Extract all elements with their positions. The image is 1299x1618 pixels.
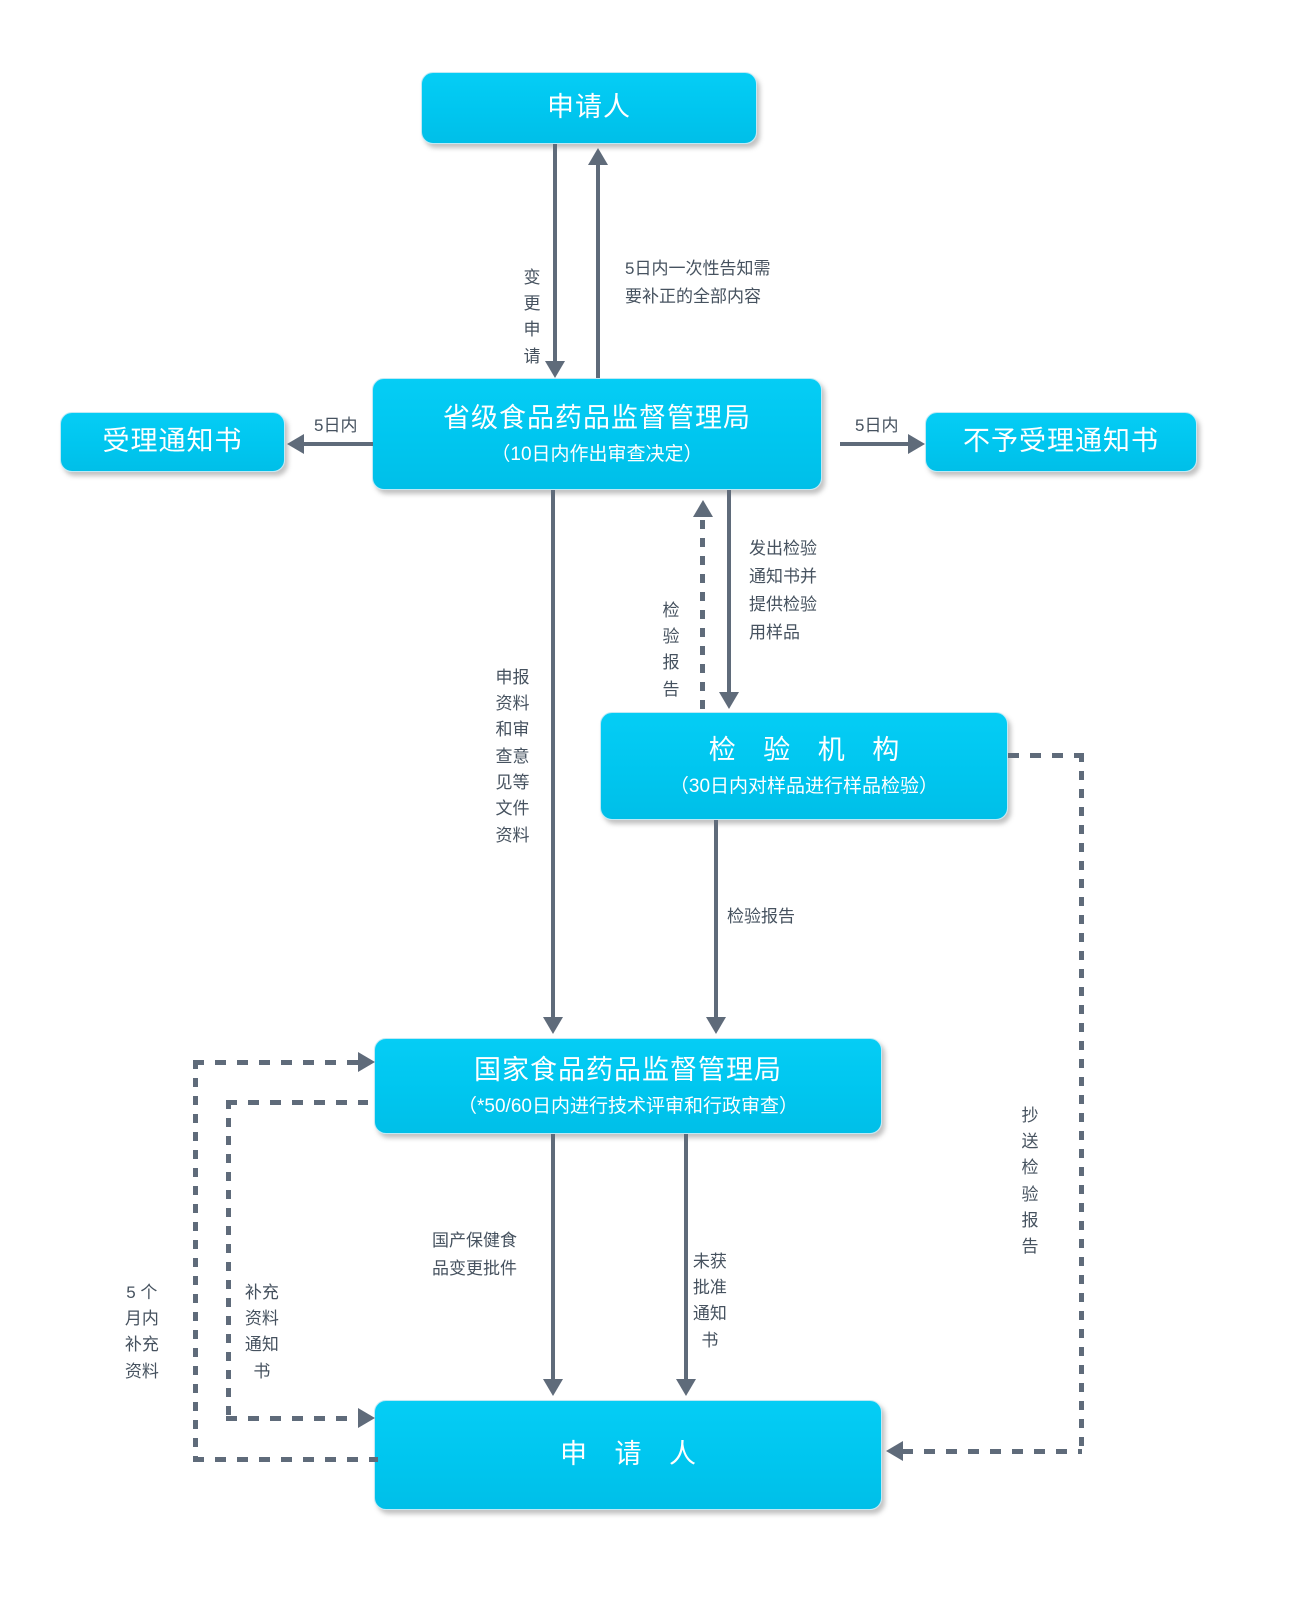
node-applicant-bottom[interactable]: 申 请 人 xyxy=(374,1400,882,1510)
arrowhead-applicant-to-provincial xyxy=(545,361,565,378)
arrowhead-national-to-applicant-rejection xyxy=(676,1379,696,1396)
edge-supplement-materials-vertical xyxy=(193,1060,198,1460)
label-change-application: 变更申请 xyxy=(523,267,541,366)
edge-agency-to-national xyxy=(714,820,718,1018)
arrowhead-provincial-to-acceptance xyxy=(287,434,304,454)
label-notify-corrections: 5日内一次性告知需 要补正的全部内容 xyxy=(625,259,771,307)
edge-national-to-applicant-approval xyxy=(551,1134,555,1380)
label-five-months-supplement: 5 个月内补充资料 xyxy=(124,1282,159,1381)
label-not-approved-notice: 未获批准通知书 xyxy=(692,1251,727,1350)
node-applicant-bottom-label: 申 请 人 xyxy=(559,1439,706,1470)
arrowhead-supplement-materials-to-national xyxy=(358,1052,375,1072)
arrowhead-provincial-to-applicant xyxy=(588,148,608,165)
node-provincial-bureau-sublabel: （10日内作出审查决定） xyxy=(491,443,703,465)
edge-supplement-materials-bottom xyxy=(193,1457,378,1462)
arrowhead-cc-inspection-report xyxy=(886,1441,903,1461)
node-national-bureau-label: 国家食品药品监督管理局 xyxy=(474,1054,782,1085)
node-rejection-notice[interactable]: 不予受理通知书 xyxy=(925,412,1197,472)
edge-cc-inspection-report-top xyxy=(1008,753,1084,758)
label-issue-inspection-notice: 发出检验 通知书并 提供检验 用样品 xyxy=(749,539,817,643)
label-declaration-materials: 申报资料和审查意见等文件资料 xyxy=(495,667,530,845)
node-national-bureau-sublabel: （*50/60日内进行技术评审和行政审查） xyxy=(458,1095,798,1117)
edge-provincial-to-agency xyxy=(727,490,731,693)
node-applicant-top-label: 申请人 xyxy=(547,92,631,123)
label-five-days-left: 5日内 xyxy=(314,416,358,435)
node-national-bureau[interactable]: 国家食品药品监督管理局 （*50/60日内进行技术评审和行政审查） xyxy=(374,1038,882,1134)
label-inspection-report-down: 检验报告 xyxy=(727,907,795,926)
label-inspection-report-up: 检验报告 xyxy=(662,600,680,699)
edge-provincial-to-applicant xyxy=(596,165,600,378)
edge-supplement-materials-top xyxy=(193,1060,368,1065)
arrowhead-supplement-notice-to-applicant xyxy=(358,1408,375,1428)
node-acceptance-notice[interactable]: 受理通知书 xyxy=(60,412,285,472)
label-supplement-notice: 补充资料通知书 xyxy=(244,1282,279,1381)
arrowhead-agency-to-national xyxy=(706,1017,726,1034)
edge-cc-inspection-report-bottom xyxy=(902,1449,1082,1454)
edge-provincial-to-acceptance xyxy=(303,442,373,446)
edge-supplement-notice-vertical xyxy=(226,1100,231,1420)
edge-national-to-applicant-rejection xyxy=(684,1134,688,1380)
node-applicant-top[interactable]: 申请人 xyxy=(421,72,757,144)
node-inspection-agency-sublabel: （30日内对样品进行样品检验） xyxy=(669,775,939,797)
arrowhead-provincial-to-agency xyxy=(719,692,739,709)
node-provincial-bureau-label: 省级食品药品监督管理局 xyxy=(443,402,751,433)
label-five-days-right: 5日内 xyxy=(855,416,899,435)
edge-provincial-to-national xyxy=(551,490,555,1018)
edge-applicant-to-provincial xyxy=(553,144,557,362)
node-rejection-notice-label: 不予受理通知书 xyxy=(963,426,1159,457)
node-acceptance-notice-label: 受理通知书 xyxy=(102,426,243,457)
label-domestic-health-food-change-approval: 国产保健食 品变更批件 xyxy=(432,1231,517,1279)
node-inspection-agency[interactable]: 检 验 机 构 （30日内对样品进行样品检验） xyxy=(600,712,1008,820)
arrowhead-provincial-to-national xyxy=(543,1017,563,1034)
edge-supplement-notice-top xyxy=(226,1100,368,1105)
node-inspection-agency-label: 检 验 机 构 xyxy=(708,734,910,765)
edge-provincial-to-rejection xyxy=(840,442,910,446)
arrowhead-national-to-applicant-approval xyxy=(543,1379,563,1396)
label-cc-inspection-report: 抄送检验报告 xyxy=(1021,1105,1039,1257)
arrowhead-provincial-to-rejection xyxy=(908,434,925,454)
edge-inspection-report-to-provincial xyxy=(700,520,705,712)
node-provincial-bureau[interactable]: 省级食品药品监督管理局 （10日内作出审查决定） xyxy=(372,378,822,490)
edge-cc-inspection-report-vertical xyxy=(1079,753,1084,1453)
arrowhead-inspection-report-to-provincial xyxy=(693,500,713,517)
edge-supplement-notice-bottom xyxy=(226,1416,368,1421)
